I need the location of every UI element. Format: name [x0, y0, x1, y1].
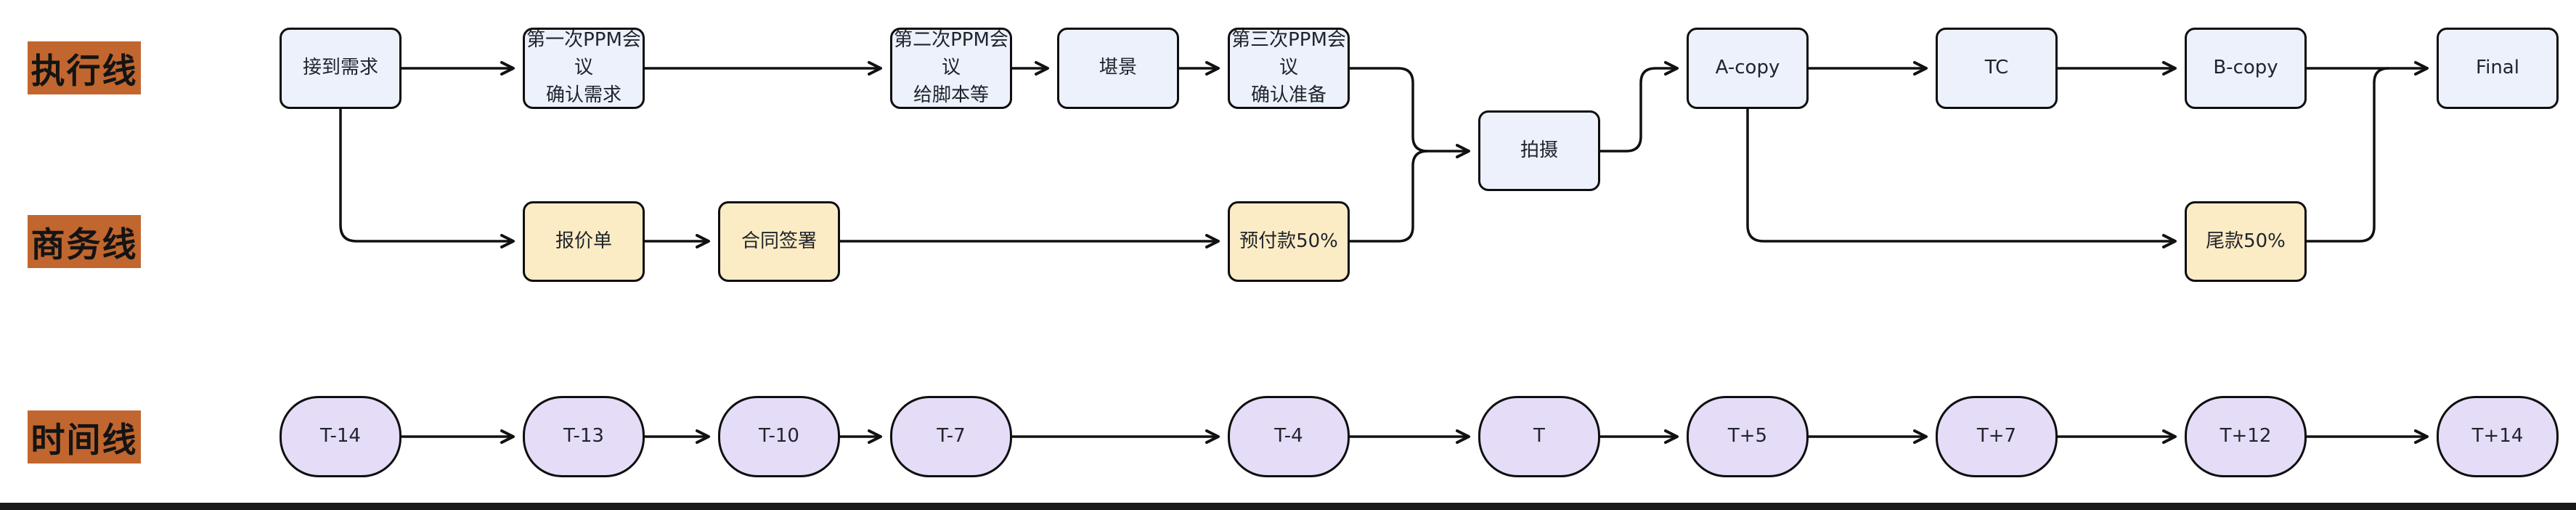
node-a-copy: A-copy: [1687, 28, 1809, 109]
node-label: 预付款50%: [1239, 230, 1338, 252]
lane-label-execution: 执行线: [28, 41, 141, 94]
node-time-t: T: [1478, 396, 1600, 477]
node-receive-request: 接到需求: [280, 28, 402, 109]
node-time-t-minus-4: T-4: [1228, 396, 1350, 477]
node-tc: TC: [1936, 28, 2058, 109]
node-label: 第三次PPM会议: [1231, 29, 1346, 79]
node-label: TC: [1984, 57, 2009, 79]
node-label: B-copy: [2213, 57, 2278, 79]
node-label: 合同签署: [741, 230, 817, 252]
node-time-t-minus-10: T-10: [718, 396, 840, 477]
node-label: 第二次PPM会议: [894, 29, 1008, 79]
node-label: 确认需求: [545, 84, 621, 106]
node-location-scout: 堪景: [1057, 28, 1179, 109]
node-label: T: [1533, 425, 1545, 448]
node-time-t-minus-7: T-7: [890, 396, 1012, 477]
node-shoot: 拍摄: [1478, 110, 1600, 191]
node-contract-signing: 合同签署: [718, 201, 840, 282]
node-label: 给脚本等: [913, 84, 989, 106]
node-label: T+5: [1727, 425, 1768, 448]
node-label: T-7: [937, 425, 966, 448]
node-label: 报价单: [555, 230, 612, 252]
node-time-t-plus-14: T+14: [2437, 396, 2559, 477]
node-label: T-10: [759, 425, 799, 448]
node-ppm2: 第二次PPM会议 给脚本等: [890, 28, 1012, 109]
node-final: Final: [2437, 28, 2559, 109]
lane-label-timeline: 时间线: [28, 410, 141, 464]
node-label: Final: [2476, 57, 2519, 79]
node-deposit-50: 预付款50%: [1228, 201, 1350, 282]
node-ppm3: 第三次PPM会议 确认准备: [1228, 28, 1350, 109]
edge-ppm3-shoot: [1350, 67, 1470, 158]
node-label: T-14: [320, 425, 361, 448]
node-label: 接到需求: [302, 57, 378, 79]
node-b-copy: B-copy: [2185, 28, 2307, 109]
edge-deposit-shoot: [1350, 150, 1428, 243]
node-label: T+14: [2471, 425, 2524, 448]
node-time-t-minus-14: T-14: [280, 396, 402, 477]
edge-shoot-acopy: [1600, 61, 1679, 153]
bottom-window-edge: [0, 503, 2576, 510]
node-label: T-4: [1274, 425, 1303, 448]
node-label: T-13: [563, 425, 604, 448]
edge-receive-quote: [339, 109, 515, 248]
node-label: T+7: [1976, 425, 2017, 448]
node-ppm1: 第一次PPM会议 确认需求: [523, 28, 645, 109]
node-time-t-plus-5: T+5: [1687, 396, 1809, 477]
node-label: T+12: [2220, 425, 2272, 448]
node-time-t-plus-12: T+12: [2185, 396, 2307, 477]
node-label: 拍摄: [1520, 139, 1558, 161]
node-balance-50: 尾款50%: [2185, 201, 2307, 282]
node-quotation: 报价单: [523, 201, 645, 282]
node-time-t-plus-7: T+7: [1936, 396, 2058, 477]
edge-balance-final: [2307, 67, 2389, 243]
node-label: 确认准备: [1250, 84, 1326, 106]
node-time-t-minus-13: T-13: [523, 396, 645, 477]
node-label: 堪景: [1099, 57, 1137, 79]
edge-acopy-balance: [1746, 109, 2177, 248]
node-label: 尾款50%: [2206, 230, 2286, 252]
node-label: A-copy: [1715, 57, 1780, 79]
node-label: 第一次PPM会议: [526, 29, 641, 79]
lane-label-business: 商务线: [28, 215, 141, 268]
